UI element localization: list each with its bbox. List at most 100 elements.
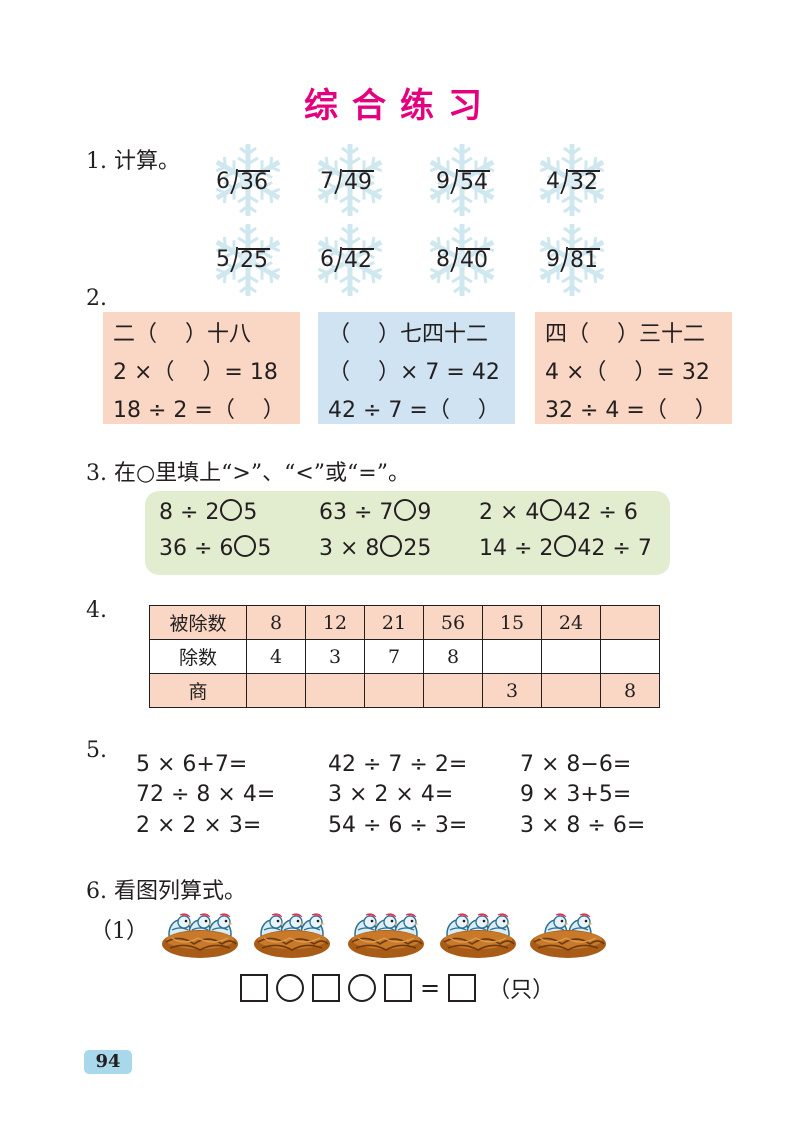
compare-right: 9 (417, 500, 432, 525)
snowflake-icon (532, 220, 612, 300)
dividend: 49 (342, 170, 374, 195)
compare-right: 42 ÷ 6 (563, 500, 638, 525)
question-3-label: 3. 在○里填上“>”、“<”或“=”。 (86, 461, 410, 486)
compare-circle[interactable] (554, 535, 577, 557)
compare-left: 2 × 4 (479, 500, 540, 525)
divisor: 9 (546, 247, 560, 272)
table-cell: 12 (305, 605, 365, 640)
fact-line: 4 ×（ ）= 32 (545, 360, 710, 385)
table-cell[interactable] (541, 639, 601, 674)
fact-line: 42 ÷ 7 =（ ） (328, 398, 500, 423)
equals-sign: = (420, 974, 441, 1002)
table-cell[interactable] (600, 639, 660, 674)
table-cell[interactable] (600, 605, 660, 640)
division-bracket (334, 246, 342, 272)
equation: 3 × 8 ÷ 6= (520, 813, 646, 838)
table-cell[interactable] (541, 673, 601, 708)
equation: 9 × 3+5= (520, 782, 632, 807)
equation: 2 × 2 × 3= (136, 813, 262, 838)
equation: 5 × 6+7= (136, 752, 248, 777)
dividend: 40 (458, 248, 490, 273)
divisor: 6 (320, 247, 334, 272)
dividend: 42 (342, 248, 374, 273)
answer-box[interactable] (240, 974, 268, 1002)
fact-line: 18 ÷ 2 =（ ） (113, 398, 285, 423)
divisor: 9 (436, 169, 450, 194)
compare-circle[interactable] (380, 535, 403, 557)
table-cell[interactable] (305, 673, 365, 708)
divisor: 7 (320, 169, 334, 194)
table-row: 商 3 8 (149, 673, 660, 708)
row-header: 被除数 (149, 605, 247, 640)
table-cell: 56 (423, 605, 483, 640)
fact-line: （ ）七四十二 (328, 322, 488, 347)
compare-circle[interactable] (220, 499, 243, 521)
answer-box[interactable] (312, 974, 340, 1002)
table-cell: 8 (423, 639, 483, 674)
division-bracket (230, 168, 238, 194)
compare-right: 5 (243, 500, 258, 525)
compare-item: 3 × 8 25 (319, 535, 431, 561)
compare-left: 3 × 8 (319, 536, 380, 561)
question-1-label: 1. 计算。 (86, 149, 180, 174)
division-bracket (334, 168, 342, 194)
dividend: 36 (238, 170, 270, 195)
fact-line: 2 ×（ ）= 18 (113, 360, 278, 385)
table-cell[interactable] (246, 673, 306, 708)
answer-box[interactable] (384, 974, 412, 1002)
fact-line: （ ）× 7 = 42 (328, 360, 500, 385)
table-cell: 24 (541, 605, 601, 640)
divisor: 4 (546, 169, 560, 194)
unit-label: （只） (488, 978, 555, 1003)
equation: 72 ÷ 8 × 4= (136, 782, 276, 807)
division-bracket (450, 168, 458, 194)
sub-question-label: （1） (90, 919, 148, 944)
division-bracket (450, 246, 458, 272)
equation: 3 × 2 × 4= (328, 782, 454, 807)
row-header: 除数 (149, 639, 247, 674)
compare-circle[interactable] (540, 499, 563, 521)
compare-left: 14 ÷ 2 (479, 536, 554, 561)
table-cell: 3 (482, 673, 542, 708)
table-cell[interactable] (364, 673, 424, 708)
table-cell: 8 (600, 673, 660, 708)
compare-circle[interactable] (234, 535, 257, 557)
dividend: 25 (238, 248, 270, 273)
compare-circle[interactable] (394, 499, 417, 521)
equation: 42 ÷ 7 ÷ 2= (328, 752, 468, 777)
table-cell[interactable] (423, 673, 483, 708)
division-problem: 6 42 (320, 246, 374, 272)
divisor: 5 (216, 247, 230, 272)
question-2-label: 2. (86, 286, 107, 311)
table-cell: 21 (364, 605, 424, 640)
dividend: 32 (568, 170, 600, 195)
division-problem: 4 32 (546, 168, 600, 194)
division-problem: 7 49 (320, 168, 374, 194)
row-header: 商 (149, 673, 247, 708)
compare-left: 8 ÷ 2 (159, 500, 220, 525)
operator-circle[interactable] (348, 974, 376, 1002)
equation: 54 ÷ 6 ÷ 3= (328, 813, 468, 838)
bird-nest-icon (528, 904, 608, 964)
table-cell: 8 (246, 605, 306, 640)
bird-nest-icon (160, 904, 240, 964)
answer-box[interactable] (448, 974, 477, 1002)
page-title: 综合练习 (304, 86, 496, 126)
compare-right: 42 ÷ 7 (577, 536, 652, 561)
compare-right: 25 (403, 536, 432, 561)
table-cell[interactable] (482, 639, 542, 674)
fact-line: 四（ ）三十二 (545, 322, 705, 347)
snowflake-icon (532, 140, 612, 220)
divisor: 8 (436, 247, 450, 272)
table-cell: 7 (364, 639, 424, 674)
operator-circle[interactable] (276, 974, 304, 1002)
bird-nest-icon (252, 904, 332, 964)
question-6-label: 6. 看图列算式。 (86, 879, 246, 904)
